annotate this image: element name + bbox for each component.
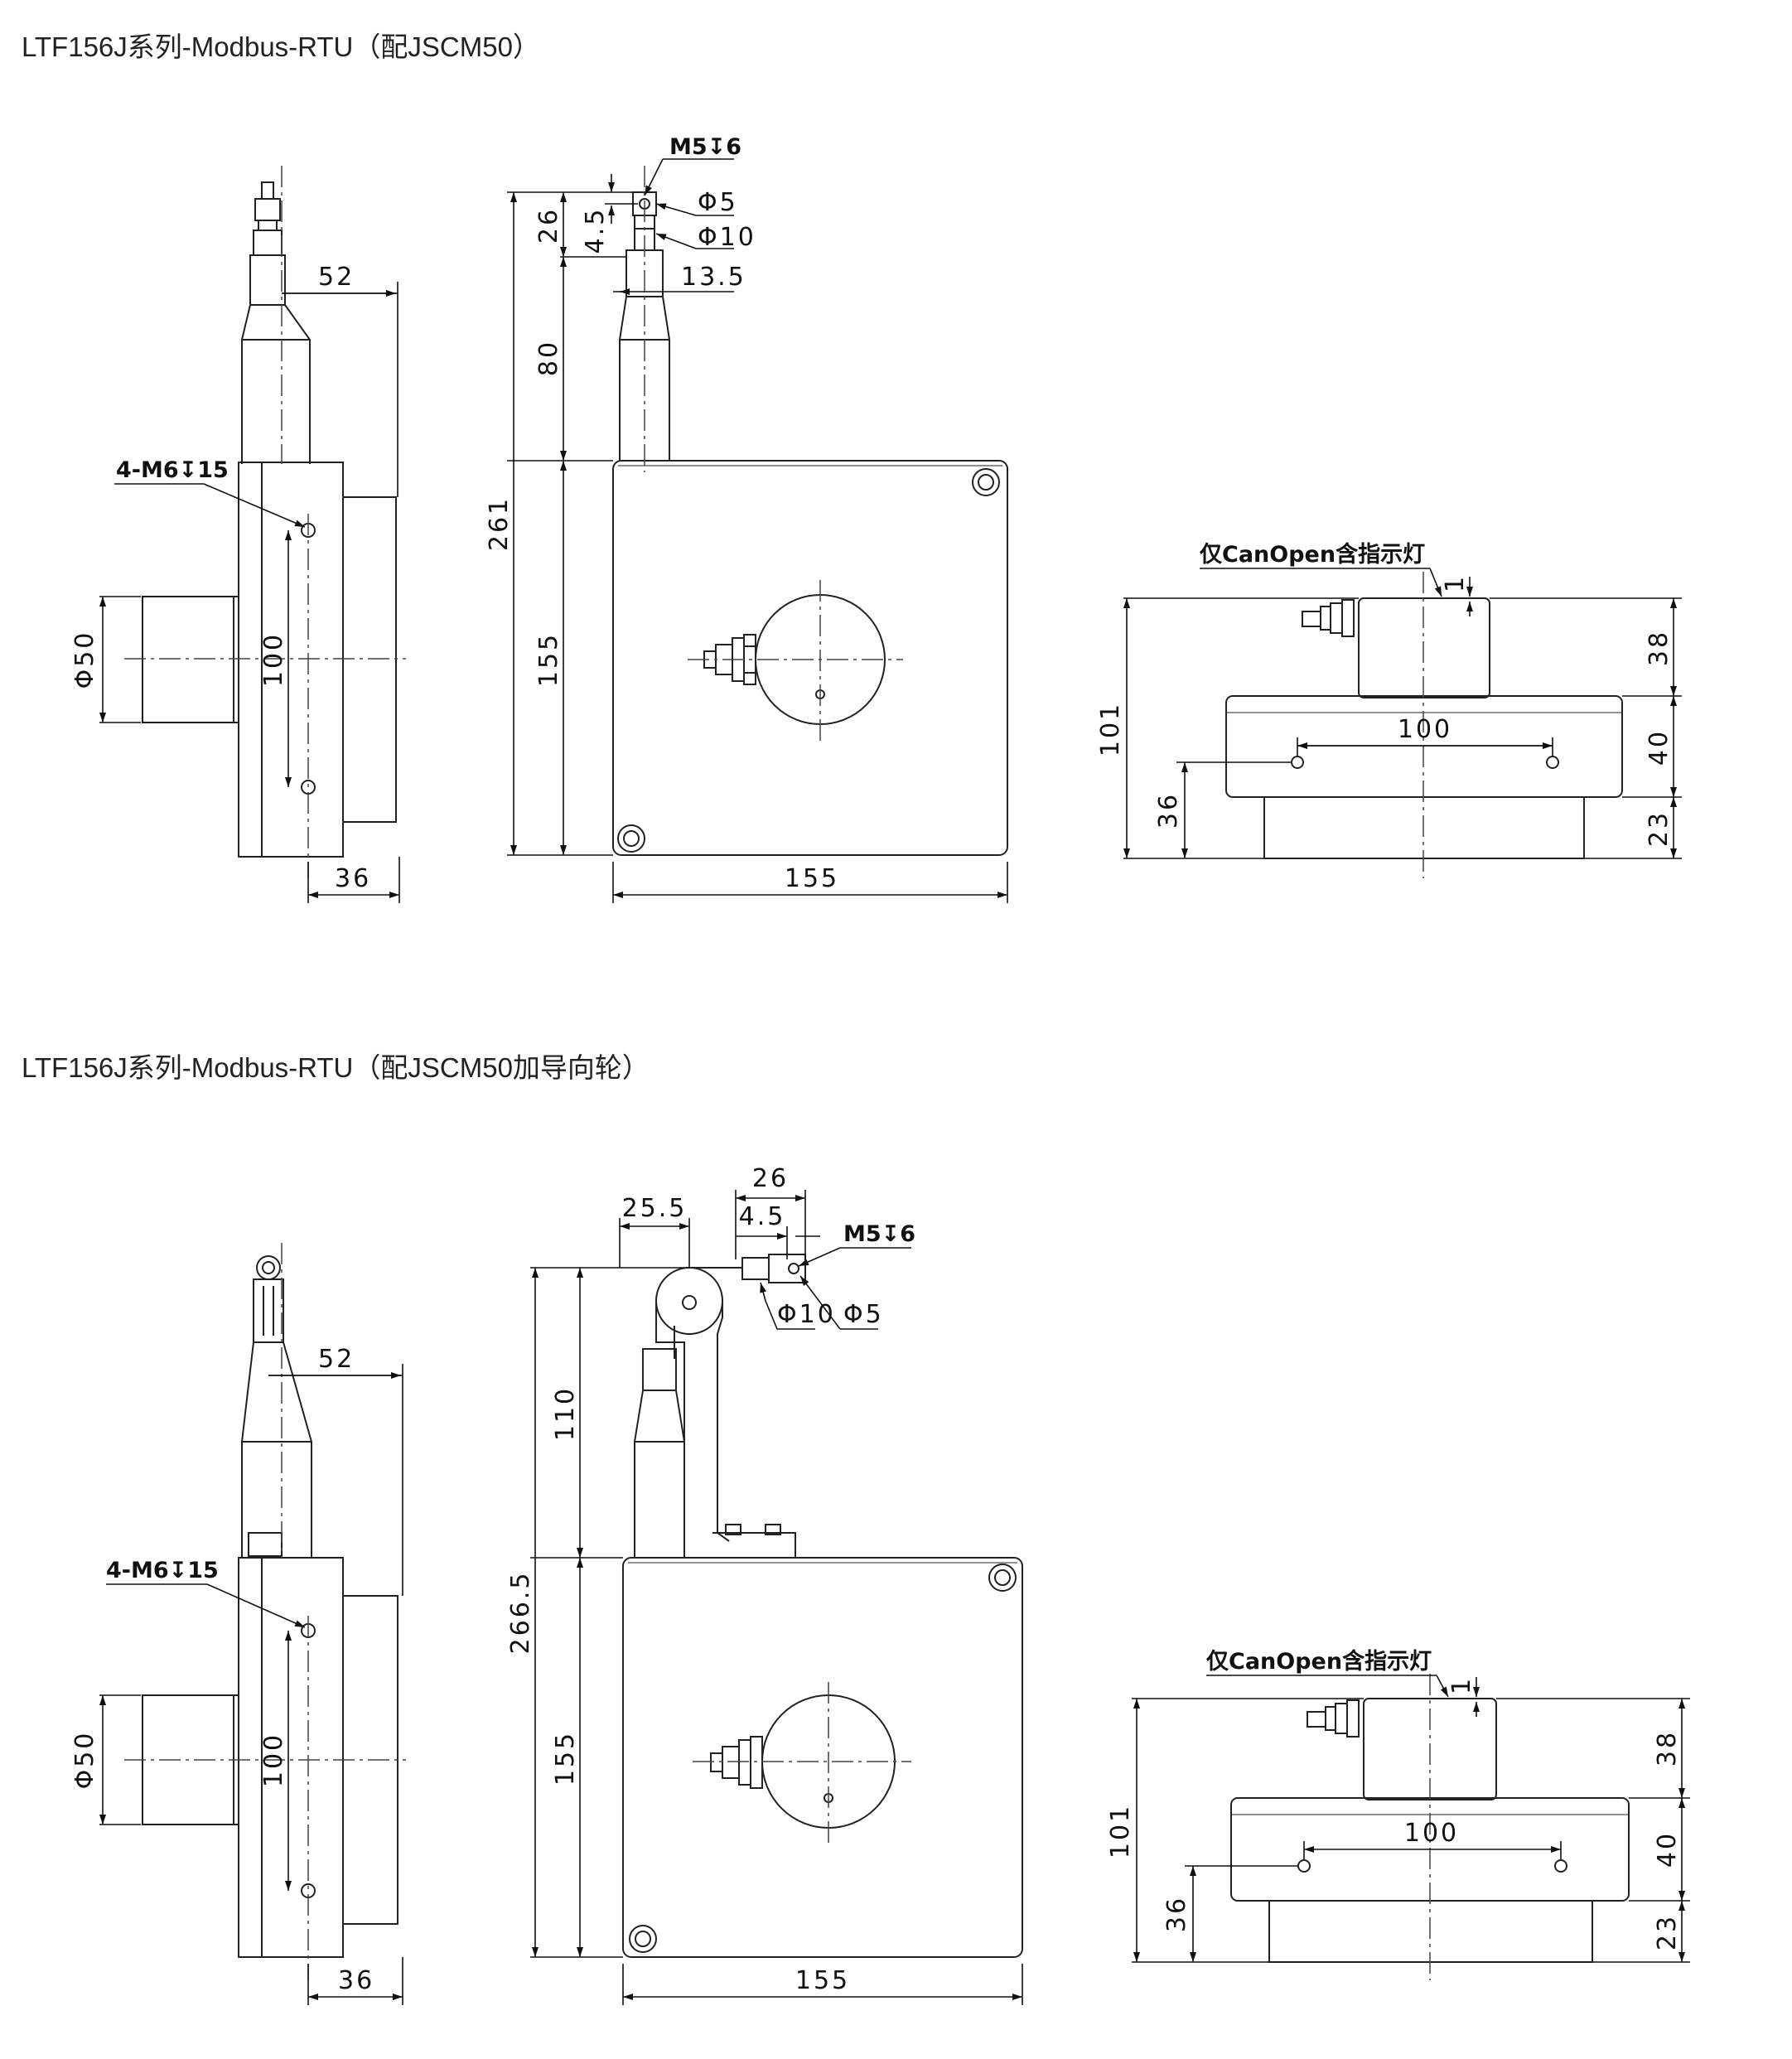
s1-top-view [1123,568,1682,878]
led-note: 仅CanOpen含指示灯 [1200,541,1425,568]
dim-label: 25.5 [622,1194,688,1223]
dim-label: 36 [335,864,371,893]
dim-label: Φ5 [698,188,738,217]
dim-label: 80 [534,340,563,376]
s1-front-view [507,158,1008,903]
s1-front-dims: M5↧6 Φ5 Φ10 13.5 26 4.5 80 261 155 155 [485,134,839,893]
dim-label: 101 [1096,702,1125,756]
dim-label: 40 [1653,1831,1682,1868]
dim-label: 13.5 [681,263,746,292]
s1-top-dims: 仅CanOpen含指示灯 1 38 40 23 101 36 100 [1096,541,1674,847]
thread-note: M5↧6 [843,1221,915,1247]
dim-label: 155 [551,1731,580,1786]
s2-front-view [530,1190,1023,2005]
s2-top-dims: 仅CanOpen含指示灯 1 38 40 23 101 36 100 [1106,1648,1682,1950]
dim-label: 1 [1441,574,1470,592]
section-1-title: LTF156J系列-Modbus-RTU（配JSCM50） [22,31,540,62]
section-2-title: LTF156J系列-Modbus-RTU（配JSCM50加导向轮） [22,1052,650,1083]
thread-note: 4-M6↧15 [116,457,229,483]
dim-label: Φ5 [843,1300,884,1329]
dim-label: 26 [752,1164,789,1193]
s1-side-dims: 52 4-M6↧15 Φ50 100 36 [70,263,371,893]
dim-label: 155 [795,1966,850,1995]
dim-label: 155 [534,632,563,687]
dim-label: 23 [1653,1914,1682,1950]
dim-label: 4.5 [739,1202,786,1231]
led-note: 仅CanOpen含指示灯 [1206,1648,1432,1675]
thread-note: 4-M6↧15 [106,1558,219,1583]
dim-label: 100 [259,1733,288,1787]
dim-label: Φ50 [70,1731,99,1790]
s2-top-view [1132,1674,1690,1980]
s2-side-view [99,1243,406,2005]
dim-label: 38 [1645,630,1674,666]
dim-label: 110 [551,1386,580,1441]
dim-label: 100 [1404,1819,1459,1848]
dim-label: 36 [338,1966,374,1995]
s2-front-dims: 26 25.5 4.5 M5↧6 Φ10 Φ5 110 266.5 155 15… [506,1164,915,1995]
dim-label: 4.5 [581,207,610,254]
thread-note: M5↧6 [669,134,741,160]
dim-label: 38 [1653,1730,1682,1767]
dim-label: 52 [318,1345,355,1374]
dim-label: 26 [534,207,563,244]
dim-label: 36 [1162,1896,1191,1932]
s1-side-view [99,166,406,903]
dim-label: 155 [785,864,839,893]
dim-label: 266.5 [506,1571,535,1655]
dim-label: 23 [1645,810,1674,847]
dim-label: Φ50 [70,631,99,689]
s2-side-dims: 52 4-M6↧15 Φ50 100 36 [70,1345,374,1995]
dim-label: 40 [1645,729,1674,766]
dim-label: 52 [318,263,355,292]
dim-label: Φ10 [777,1300,836,1329]
dim-label: 1 [1447,1676,1476,1694]
dim-label: 100 [1398,715,1452,744]
dim-label: Φ10 [698,223,756,252]
dim-label: 36 [1154,792,1183,829]
dim-label: 100 [259,632,288,687]
dim-label: 261 [485,496,514,551]
dim-label: 101 [1106,1804,1135,1858]
